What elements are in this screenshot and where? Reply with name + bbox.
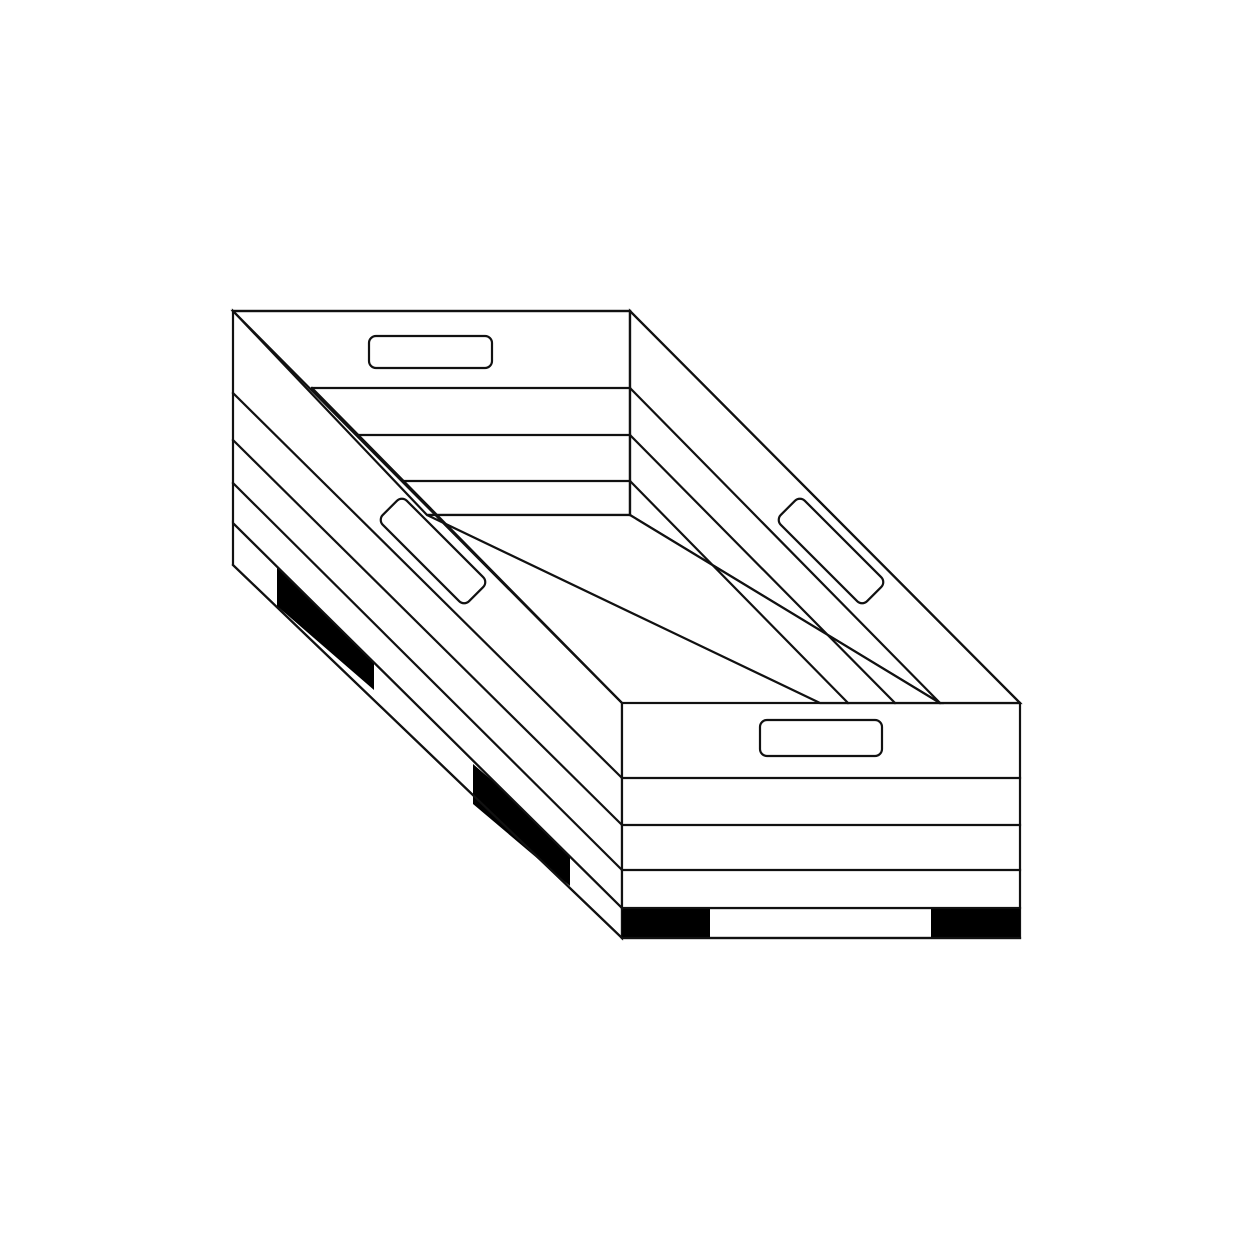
- right-plank-line-2: [628, 433, 897, 705]
- handle-cutout-icon: [758, 718, 884, 758]
- crate-interior: [230, 308, 1023, 705]
- pallet-block-front-right: [931, 908, 1020, 938]
- pallet-block-side-2: [473, 764, 570, 886]
- handle-cutout-icon: [367, 334, 494, 370]
- rim-right-edge: [628, 309, 1022, 705]
- pallet: [231, 520, 1022, 941]
- right-plank-line-3: [628, 479, 850, 705]
- handles: [367, 334, 885, 758]
- pallet-block-front-left: [622, 908, 710, 938]
- rim-left-edge: [231, 309, 624, 705]
- pallet-bottom-edge: [231, 563, 624, 940]
- left-plank-line-1: [231, 391, 624, 780]
- crate-front-side: [620, 701, 1022, 910]
- right-plank-line-1: [628, 386, 942, 705]
- pallet-block-side-1: [277, 568, 374, 690]
- handle-cutout-icon: [379, 497, 487, 605]
- handle-cutout-icon: [777, 497, 885, 605]
- left-plank-line-3: [231, 481, 624, 872]
- left-plank-line-2: [231, 438, 624, 827]
